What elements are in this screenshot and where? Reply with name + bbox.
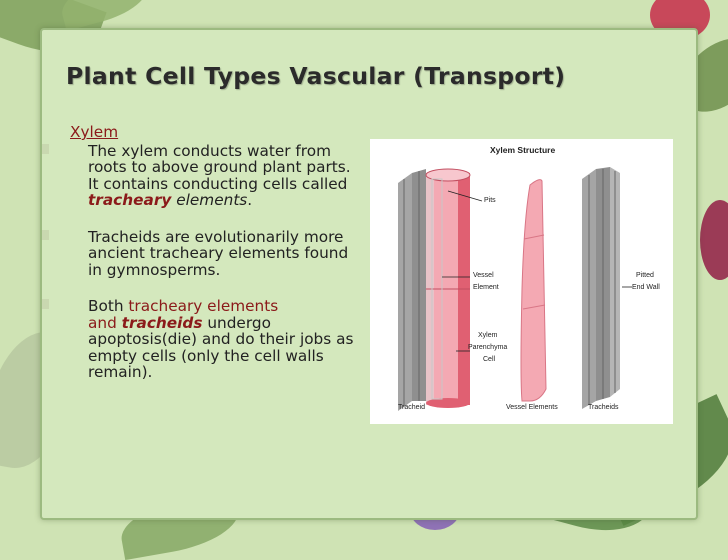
bullet-text: . [247, 191, 253, 209]
bullet-item: Both tracheary elements and tracheids und… [42, 297, 362, 381]
bullet-text: undergo apoptosis(die) and do their jobs… [88, 313, 354, 381]
section-heading: Xylem [70, 123, 119, 141]
emphasis-text: and [88, 313, 122, 332]
slide-title: Plant Cell Types Vascular (Transport) [66, 62, 566, 90]
label-xylem-parenchyma: Cell [483, 356, 496, 363]
figure-title: Xylem Structure [490, 145, 555, 155]
emphasis-text: tracheary [88, 191, 172, 209]
leaf-decoration [56, 0, 154, 31]
emphasis-text: elements [176, 191, 248, 209]
emphasis-text: tracheids [121, 313, 203, 332]
flower-decoration [700, 200, 728, 280]
label-vessel-element: Vessel [473, 272, 494, 279]
xylem-structure-figure: Xylem Structure Pits Vessel Element Xyle… [370, 139, 673, 424]
label-xylem-parenchyma: Xylem [478, 332, 498, 339]
bullet-text: Tracheids are evolutionarily more ancien… [88, 227, 349, 279]
label-pits: Pits [484, 197, 496, 204]
emphasis-text: tracheary elements [128, 297, 279, 315]
tracheids-right [582, 167, 620, 409]
slide-body: Xylem The xylem conducts water from root… [42, 123, 362, 381]
label-tracheid: Tracheid [398, 404, 425, 411]
label-vessel-element: Element [473, 284, 499, 291]
bullet-text: The xylem conducts water from roots to a… [88, 141, 351, 193]
label-tracheids: Tracheids [588, 404, 619, 411]
bullet-marker [42, 229, 49, 240]
xylem-diagram: Xylem Structure Pits Vessel Element Xyle… [398, 145, 660, 411]
label-pitted-end-wall: Pitted [636, 272, 654, 279]
bullet-item: Tracheids are evolutionarily more ancien… [42, 227, 362, 279]
label-vessel-elements: Vessel Elements [506, 404, 558, 411]
bullet-item: The xylem conducts water from roots to a… [42, 141, 362, 209]
vessel-element-single [520, 179, 547, 402]
bullet-marker [42, 143, 49, 154]
tracheid-left [398, 169, 426, 411]
vessel-element [425, 168, 471, 408]
bullet-text: Both [88, 297, 129, 315]
bullet-marker [42, 299, 49, 309]
label-pitted-end-wall: End Wall [632, 284, 660, 291]
label-xylem-parenchyma: Parenchyma [468, 344, 507, 351]
